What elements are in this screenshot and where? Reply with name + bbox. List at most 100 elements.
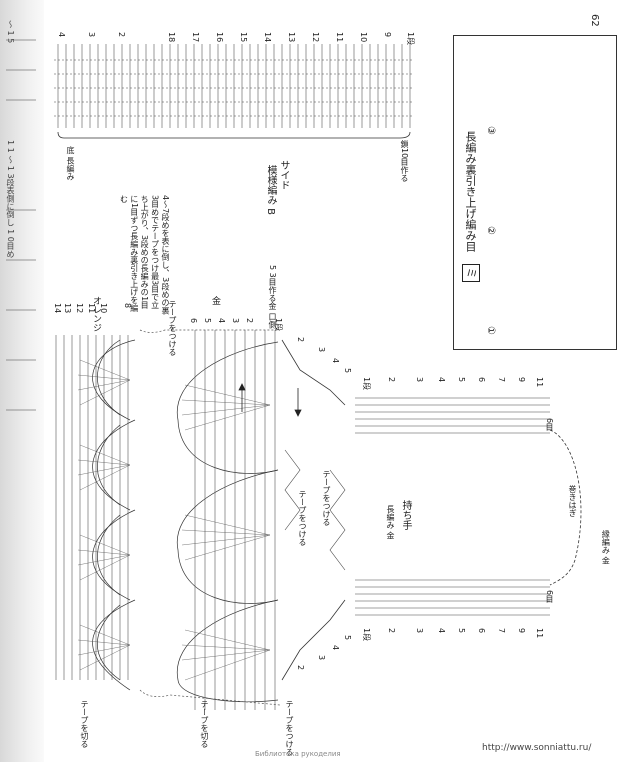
handle-row-label: 6 (477, 377, 486, 383)
technique-step-1: ① (485, 326, 496, 335)
handle-mark-bottom: 6目 (545, 590, 554, 604)
gold-row-label: 4 (217, 318, 226, 324)
handle-row-label: 4 (437, 628, 446, 634)
side-row-label: 17 (191, 32, 200, 43)
handle-row-label: 4 (437, 377, 446, 383)
binding-text-mid: ～ 1 5 (6, 20, 15, 44)
tape-line-bottom (139, 689, 281, 706)
side-row-label: 2 (117, 32, 126, 38)
side-row-label: 10 (359, 32, 368, 43)
fold-note: 4～7段めを表に倒し、3段めの裏3目めでテープをつけ最3目で立ち上がり、3段めの… (119, 195, 170, 315)
handle-row-label: 3 (415, 377, 424, 383)
handle-subtitle: 長編み 金 (386, 505, 395, 540)
binding-lines (6, 39, 36, 411)
side-bracket (57, 131, 411, 139)
handle-mark-top: 6目 (545, 418, 554, 432)
body-start-note: 5 3目作る金 口側 (268, 265, 277, 329)
side-row-label: 4 (57, 32, 66, 38)
gold-row-label: 3 (231, 318, 240, 324)
handle-row-label: 11 (535, 377, 544, 388)
body-vertical-lines (55, 335, 129, 680)
handle-row-label: 5 (457, 628, 466, 634)
side-row-label: 1段 (406, 32, 415, 46)
gold-row-label: 6 (189, 318, 198, 324)
handle-strap-bottom (355, 579, 550, 616)
gold-shells (176, 341, 279, 703)
zigzag-mid (329, 469, 346, 571)
watermark-url: http://www.sonniattu.ru/ (482, 743, 592, 753)
handle-strap-top (355, 397, 550, 434)
color-orange-label: オレンジ (91, 296, 101, 332)
handle-row-label: 1段 (362, 628, 371, 642)
technique-step-3: ③ (485, 126, 496, 135)
handle-row-label: 7 (497, 628, 506, 634)
handle-row-label: 3 (317, 655, 326, 661)
page-number: 62 (589, 14, 600, 27)
handle-row-label: 6 (477, 628, 486, 634)
gold-row-label: 2 (245, 318, 254, 324)
side-subtitle: 模様編み B (265, 165, 276, 216)
handle-curve (549, 429, 582, 586)
handle-wrap-note: 巻きはぎ (568, 485, 577, 517)
footer-text: Библиотека рукоделия (255, 750, 341, 758)
side-row-label: 14 (263, 32, 272, 43)
handle-row-label: 11 (535, 628, 544, 639)
body-row-label: 10 (99, 303, 108, 314)
gold-fan-rays (181, 384, 271, 681)
handle-row-label: 5 (343, 368, 352, 374)
body-row-label: 11 (87, 303, 96, 314)
handle-edge-note: 縁編み 金 (601, 530, 611, 565)
tape-cut-left: テープを切る (80, 700, 89, 748)
technique-box: ミ 長編み裏引き上げ編み目 ① ② ③ (453, 35, 617, 350)
gold-row-label: 1段 (274, 318, 283, 332)
side-start-note: 鎖10目作る (400, 140, 409, 183)
side-panel-stitches (54, 59, 414, 117)
book-binding (0, 0, 44, 762)
taper-top (281, 339, 346, 406)
tape-attach-top: テープをつける (168, 300, 177, 356)
tape-attach-handle: テープをつける (298, 490, 307, 546)
side-color-note: 底 長編み (66, 146, 75, 181)
body-row-label: 12 (75, 303, 84, 314)
side-title: サイド (278, 160, 289, 190)
handle-row-label: 5 (457, 377, 466, 383)
gold-row-label: 5 (203, 318, 212, 324)
tape-attach-handle-2: テープをつける (322, 470, 331, 526)
side-row-label: 18 (167, 32, 176, 43)
side-row-label: 9 (383, 32, 392, 38)
fan-rays (77, 359, 131, 671)
side-row-label: 11 (335, 32, 344, 43)
handle-row-label: 7 (497, 377, 506, 383)
handle-title: 持ち手 (400, 500, 411, 530)
side-row-label: 3 (87, 32, 96, 38)
side-row-label: 16 (215, 32, 224, 43)
handle-row-label: 3 (317, 347, 326, 353)
side-panel-rows (57, 44, 411, 128)
handle-row-label: 2 (387, 377, 396, 383)
handle-row-label: 2 (296, 337, 305, 343)
body-row-label: 14 (53, 303, 62, 314)
tape-attach-bottom: テープをつける (285, 700, 294, 756)
color-gold-label: 金 (210, 296, 220, 305)
handle-row-label: 4 (331, 645, 340, 651)
handle-row-label: 4 (331, 358, 340, 364)
binding-text-top: 1 1 ～ 1 3段表側に倒し 1 0目め (6, 140, 15, 258)
technique-icon: ミ (462, 264, 480, 282)
taper-bottom (281, 599, 346, 681)
side-row-label: 12 (311, 32, 320, 43)
orange-shells (92, 339, 136, 691)
handle-row-label: 2 (387, 628, 396, 634)
technique-title: 長編み裏引き上げ編み目 (464, 131, 477, 252)
body-row-label: 8 (123, 303, 132, 309)
handle-row-label: 5 (343, 635, 352, 641)
handle-row-label: 9 (517, 377, 526, 383)
handle-row-label: 1段 (362, 377, 371, 391)
side-row-label: 13 (287, 32, 296, 43)
body-row-label: 13 (63, 303, 72, 314)
gold-vertical-lines (194, 330, 276, 710)
tape-cut-mid: テープを切る (200, 700, 209, 748)
direction-arrows (238, 383, 302, 417)
handle-row-label: 2 (296, 665, 305, 671)
technique-step-2: ② (485, 226, 496, 235)
